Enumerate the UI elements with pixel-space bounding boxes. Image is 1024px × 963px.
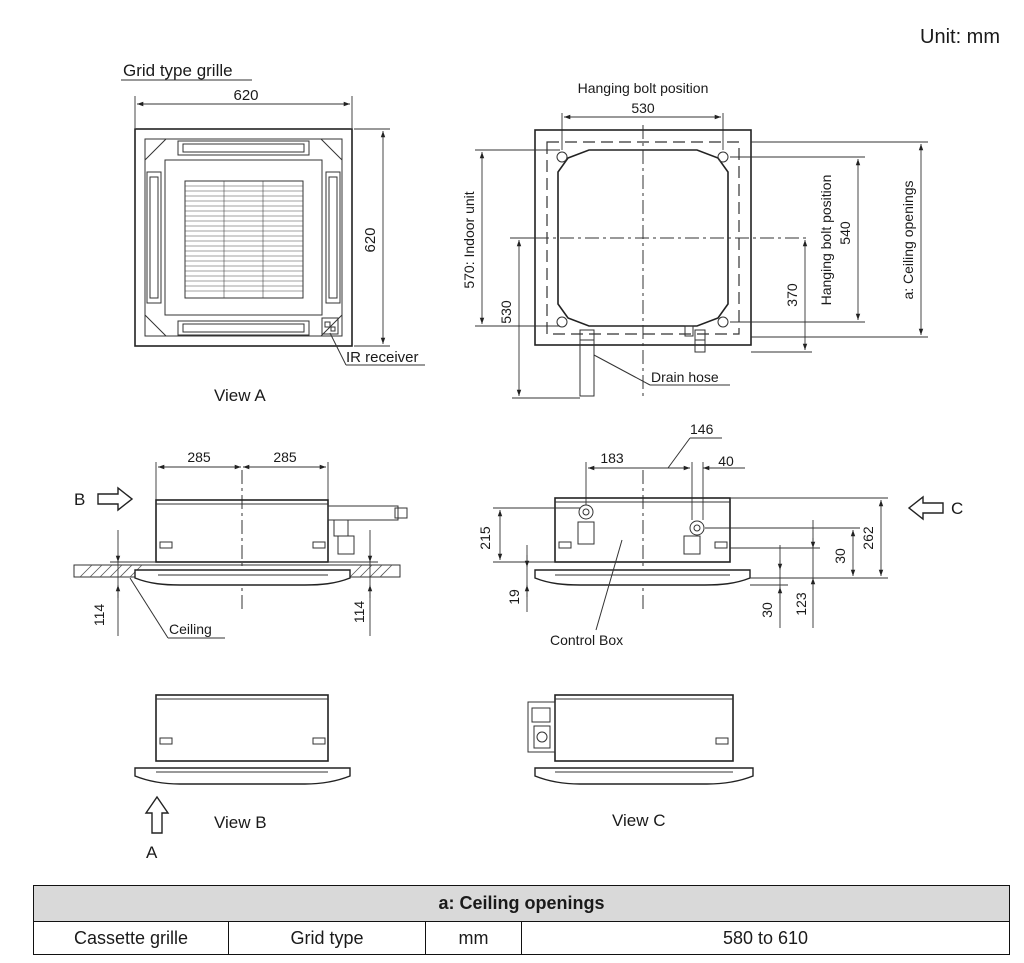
side-b-114-right: 114 (351, 601, 367, 624)
bolt-width-dim: 530 (631, 100, 655, 116)
hanging-bolt-position-vertical: Hanging bolt position (818, 175, 834, 306)
top-plan-drawing: Hanging bolt position 530 570: Indoor un… (461, 80, 928, 400)
table-header-row: a: Ceiling openings (33, 885, 1010, 922)
table-cell: 580 to 610 (521, 921, 1010, 955)
arrow-c-label: C (951, 499, 963, 518)
dim-215: 215 (477, 526, 493, 550)
dim-123: 123 (793, 592, 809, 616)
ceiling-label: Ceiling (169, 621, 212, 637)
unit-label: Unit: mm (920, 26, 1000, 48)
dim-262: 262 (860, 526, 876, 550)
side-b-dim-right: 285 (273, 449, 297, 465)
view-a-caption: View A (214, 386, 266, 405)
dim-19: 19 (506, 589, 522, 605)
view-c-drawing: View C (527, 694, 754, 830)
dim-40: 40 (718, 453, 734, 469)
left-530-dim: 530 (498, 300, 514, 324)
table-cell: Grid type (228, 921, 426, 955)
side-b-dim-left: 285 (187, 449, 211, 465)
bolt-540-dim: 540 (837, 221, 853, 245)
dim-30-lower: 30 (759, 602, 775, 618)
table-header: a: Ceiling openings (33, 885, 1010, 922)
arrow-a-label: A (146, 843, 158, 862)
dim-370: 370 (784, 283, 800, 307)
ceiling-openings-table: a: Ceiling openings Cassette grille Grid… (33, 885, 1010, 955)
view-a-height-dim: 620 (362, 227, 379, 252)
view-a-grille-drawing: Grid type grille 620 (121, 61, 425, 405)
ceiling-openings-dim: a: Ceiling openings (900, 180, 916, 299)
dim-30-upper: 30 (832, 548, 848, 564)
dimension-drawing: Unit: mm Grid type grille 620 (73, 26, 1000, 862)
side-view-c-drawing: 146 183 40 C 215 (477, 421, 963, 648)
view-a-width-dim: 620 (233, 87, 258, 104)
side-b-114-left: 114 (91, 604, 107, 627)
dim-146: 146 (690, 421, 714, 437)
ir-receiver-label: IR receiver (346, 349, 419, 366)
hanging-bolt-position-label: Hanging bolt position (578, 80, 709, 96)
control-box-label: Control Box (550, 632, 623, 648)
table-cell: Cassette grille (33, 921, 229, 955)
table-row: Cassette grille Grid type mm 580 to 610 (33, 921, 1010, 955)
view-b-caption: View B (214, 813, 267, 832)
dim-183: 183 (600, 450, 624, 466)
grille-type-title: Grid type grille (123, 61, 233, 80)
side-view-b-drawing: 285 285 B 114 (73, 449, 408, 639)
drain-hose-label: Drain hose (651, 369, 719, 385)
arrow-b-label: B (74, 490, 85, 509)
table-cell: mm (425, 921, 522, 955)
view-c-caption: View C (612, 811, 666, 830)
indoor-unit-dim: 570: Indoor unit (461, 191, 477, 288)
view-b-drawing: A View B (134, 694, 351, 862)
